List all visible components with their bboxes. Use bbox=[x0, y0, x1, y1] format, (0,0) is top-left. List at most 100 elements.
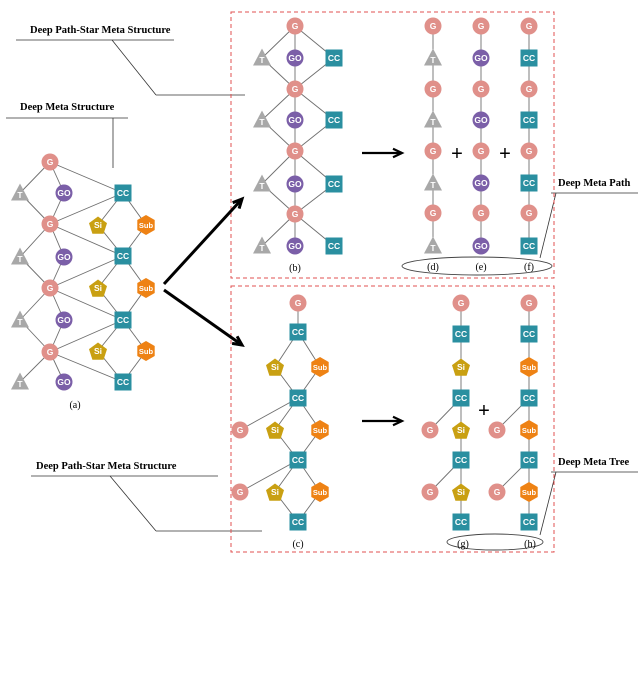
node-shape bbox=[114, 247, 132, 265]
node-shape bbox=[424, 142, 442, 160]
node-shape bbox=[520, 325, 538, 343]
node-si: Si bbox=[266, 421, 284, 439]
node-g: G bbox=[424, 80, 442, 98]
arrow-to-trees-head bbox=[392, 415, 405, 427]
node-shape bbox=[137, 278, 155, 298]
node-si: Si bbox=[452, 358, 470, 376]
node-go: GO bbox=[55, 248, 73, 266]
node-label: GO bbox=[57, 315, 71, 325]
node-go: GO bbox=[55, 311, 73, 329]
node-shape bbox=[520, 482, 538, 502]
node-go: GO bbox=[55, 373, 73, 391]
node-shape bbox=[137, 341, 155, 361]
edge bbox=[49, 192, 124, 225]
node-shape bbox=[520, 513, 538, 531]
node-cc: CC bbox=[520, 174, 538, 192]
node-shape bbox=[286, 80, 304, 98]
node-shape bbox=[472, 204, 490, 222]
node-shape bbox=[424, 48, 442, 66]
node-label: Sub bbox=[313, 488, 328, 497]
node-shape bbox=[41, 279, 59, 297]
node-label: G bbox=[47, 283, 54, 293]
node-shape bbox=[452, 358, 470, 376]
node-cc: CC bbox=[520, 451, 538, 469]
caption-e: (e) bbox=[475, 262, 486, 273]
node-label: T bbox=[17, 254, 23, 264]
node-label: G bbox=[427, 425, 434, 435]
node-label: G bbox=[427, 487, 434, 497]
node-label: G bbox=[458, 298, 465, 308]
node-shape bbox=[520, 80, 538, 98]
arrow-to-paths-head bbox=[392, 147, 405, 159]
node-g: G bbox=[41, 153, 59, 171]
node-shape bbox=[289, 451, 307, 469]
node-label: G bbox=[494, 487, 501, 497]
node-cc: CC bbox=[289, 451, 307, 469]
node-label: T bbox=[430, 117, 436, 127]
node-si: Si bbox=[452, 483, 470, 501]
node-sub: Sub bbox=[311, 357, 329, 377]
node-shape bbox=[41, 215, 59, 233]
node-si: Si bbox=[266, 358, 284, 376]
node-si: Si bbox=[89, 342, 107, 360]
node-label: CC bbox=[117, 188, 129, 198]
node-label: T bbox=[259, 243, 265, 253]
edge bbox=[239, 459, 299, 493]
node-shape bbox=[286, 175, 304, 193]
node-label: Si bbox=[457, 425, 465, 435]
node-label: T bbox=[17, 317, 23, 327]
node-cc: CC bbox=[325, 49, 343, 67]
node-shape bbox=[520, 451, 538, 469]
label-deep-meta-structure: Deep Meta Structure bbox=[20, 102, 115, 113]
node-shape bbox=[41, 343, 59, 361]
node-cc: CC bbox=[114, 311, 132, 329]
node-g: G bbox=[520, 294, 538, 312]
node-shape bbox=[472, 142, 490, 160]
label-deep-path-star-top: Deep Path-Star Meta Structure bbox=[30, 25, 171, 36]
node-shape bbox=[11, 310, 29, 328]
node-cc: CC bbox=[289, 513, 307, 531]
node-label: CC bbox=[117, 251, 129, 261]
node-shape bbox=[89, 279, 107, 297]
node-cc: CC bbox=[452, 513, 470, 531]
node-g: G bbox=[286, 142, 304, 160]
node-label: GO bbox=[288, 115, 302, 125]
caption-d: (d) bbox=[427, 262, 439, 273]
node-cc: CC bbox=[452, 451, 470, 469]
node-shape bbox=[421, 483, 439, 501]
node-g: G bbox=[231, 483, 249, 501]
node-label: G bbox=[478, 84, 485, 94]
node-g: G bbox=[286, 205, 304, 223]
node-t: T bbox=[11, 310, 29, 328]
node-cc: CC bbox=[114, 247, 132, 265]
node-label: Si bbox=[271, 487, 279, 497]
node-shape bbox=[289, 323, 307, 341]
node-cc: CC bbox=[452, 325, 470, 343]
node-label: CC bbox=[328, 241, 340, 251]
node-si: Si bbox=[89, 216, 107, 234]
node-shape bbox=[520, 420, 538, 440]
node-shape bbox=[137, 215, 155, 235]
node-si: Si bbox=[266, 483, 284, 501]
node-shape bbox=[452, 451, 470, 469]
node-label: Sub bbox=[139, 347, 154, 356]
node-shape bbox=[89, 216, 107, 234]
node-shape bbox=[520, 174, 538, 192]
node-label: G bbox=[526, 146, 533, 156]
node-shape bbox=[520, 142, 538, 160]
node-t: T bbox=[253, 236, 271, 254]
node-label: G bbox=[494, 425, 501, 435]
node-label: T bbox=[430, 243, 436, 253]
node-g: G bbox=[424, 17, 442, 35]
node-g: G bbox=[472, 80, 490, 98]
node-cc: CC bbox=[520, 325, 538, 343]
node-shape bbox=[286, 49, 304, 67]
node-label: T bbox=[430, 55, 436, 65]
node-shape bbox=[311, 357, 329, 377]
node-shape bbox=[452, 325, 470, 343]
node-shape bbox=[286, 237, 304, 255]
node-label: CC bbox=[292, 455, 304, 465]
node-g: G bbox=[472, 142, 490, 160]
node-g: G bbox=[421, 421, 439, 439]
